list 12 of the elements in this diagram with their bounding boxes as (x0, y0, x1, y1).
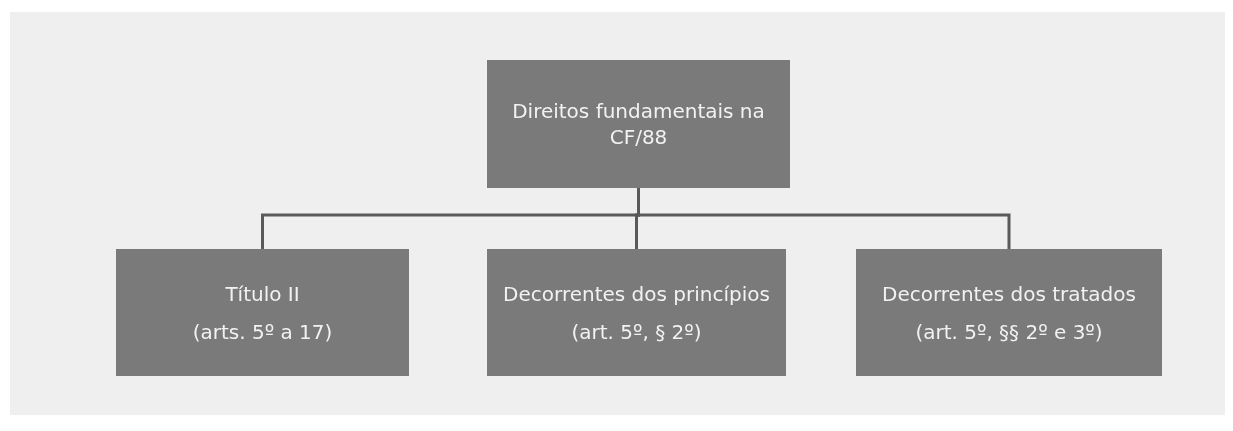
article-reference: (art. 5º, §§ 2º e 3º) (915, 318, 1103, 345)
connector-line (637, 188, 1011, 249)
category-box (856, 249, 1162, 376)
article-reference: (arts. 5º a 17) (192, 318, 333, 345)
box-title: Título II (225, 280, 300, 307)
box-title: Decorrentes dos tratados (882, 280, 1136, 307)
root-box (487, 60, 790, 188)
article-reference: (art. 5º, § 2º) (571, 318, 702, 345)
box-title: Direitos fundamentais na CF/88 (511, 98, 766, 150)
category-box (487, 249, 786, 376)
box-title: Decorrentes dos princípios (503, 280, 770, 307)
category-box (116, 249, 409, 376)
